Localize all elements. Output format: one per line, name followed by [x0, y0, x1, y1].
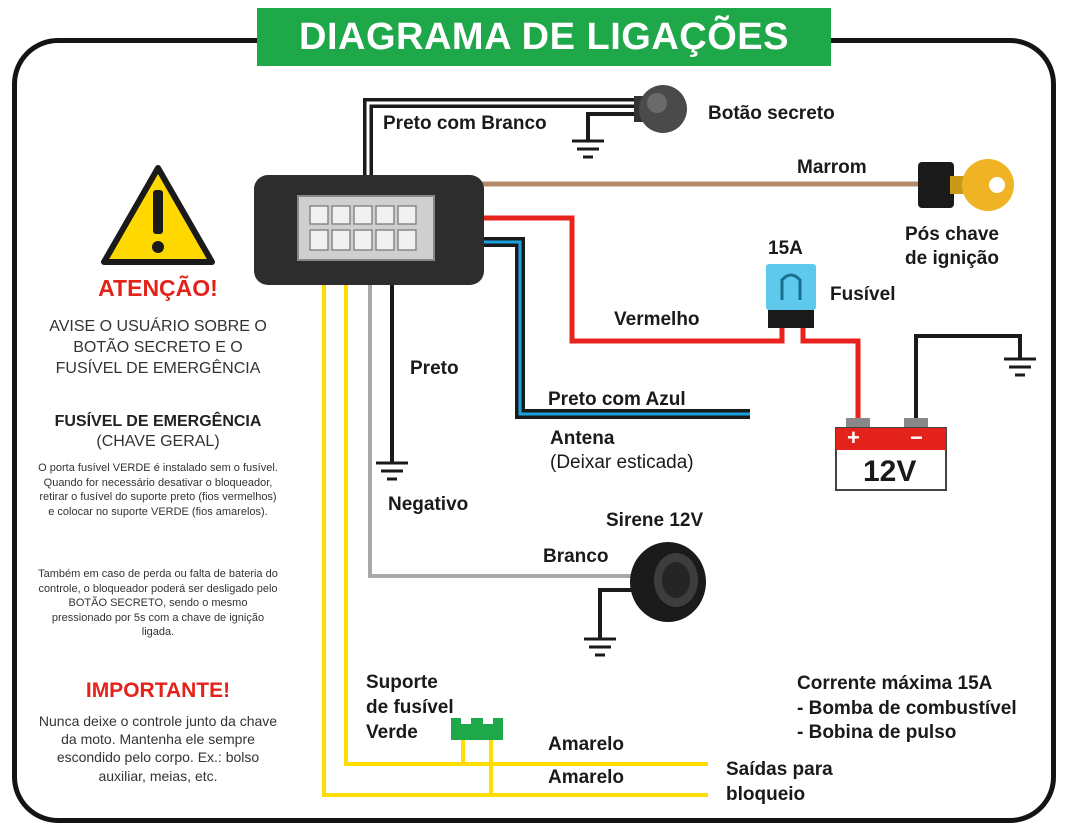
- label-branco: Branco: [543, 546, 609, 567]
- label-saidas-para: Saídas para: [726, 759, 833, 780]
- label-fusivel: Fusível: [830, 284, 896, 305]
- siren-icon: [630, 542, 706, 622]
- label-preto: Preto: [410, 358, 459, 379]
- fuse-holder-icon: [451, 718, 503, 740]
- battery-minus: −: [910, 425, 923, 450]
- fuse-title: FUSÍVEL DE EMERGÊNCIA: [54, 413, 262, 430]
- label-amarelo-1: Amarelo: [548, 734, 625, 755]
- label-marrom: Marrom: [797, 157, 867, 178]
- label-preto-com-branco: Preto com Branco: [383, 113, 547, 134]
- label-pos-chave: Pós chave: [905, 224, 999, 245]
- label-amarelo-2: Amarelo: [548, 767, 625, 788]
- label-preto-com-azul: Preto com Azul: [548, 389, 686, 410]
- label-antena: Antena: [550, 428, 615, 449]
- ground-icon: [572, 139, 604, 159]
- label-negativo: Negativo: [388, 494, 469, 515]
- wire-vermelho: [412, 215, 785, 344]
- fuse-subtitle: (CHAVE GERAL): [96, 433, 220, 450]
- spec-item-2: - Bobina de pulso: [797, 722, 957, 743]
- ground-icon: [584, 637, 616, 657]
- label-suporte: Suporte: [366, 672, 438, 693]
- control-module: [254, 175, 484, 285]
- important-text: Nunca deixe o controle junto da chave da…: [38, 713, 278, 784]
- fuse-text: O porta fusível VERDE é instalado sem o …: [38, 462, 278, 518]
- label-sirene: Sirene 12V: [606, 510, 704, 531]
- ground-icon: [1004, 357, 1036, 377]
- label-fuse-rating: 15A: [768, 238, 803, 259]
- battery-ground-wire: [914, 334, 1022, 420]
- battery-voltage: 12V: [863, 455, 917, 488]
- attention-title: ATENÇÃO!: [98, 275, 218, 301]
- spec-item-1: - Bomba de combustível: [797, 698, 1017, 719]
- button-ground-wire: [586, 112, 640, 140]
- warning-triangle-icon: [101, 165, 215, 265]
- attention-text: AVISE O USUÁRIO SOBRE O BOTÃO SECRETO E …: [49, 318, 267, 377]
- ground-icon: [376, 461, 408, 481]
- label-verde: Verde: [366, 722, 418, 743]
- battery-icon: [835, 418, 947, 491]
- label-botao-secreto: Botão secreto: [708, 103, 835, 124]
- label-de-fusivel: de fusível: [366, 697, 454, 718]
- spec-title: Corrente máxima 15A: [797, 673, 993, 694]
- wire-preto-com-branco: [363, 98, 640, 210]
- siren-ground-wire: [598, 588, 640, 638]
- battery-text: Também em caso de perda ou falta de bate…: [38, 568, 278, 639]
- label-deixar-esticada: (Deixar esticada): [550, 452, 694, 473]
- important-title: IMPORTANTE!: [85, 679, 231, 702]
- label-de-ignicao: de ignição: [905, 248, 999, 269]
- blade-fuse-icon: [766, 264, 816, 328]
- push-button-icon: [634, 85, 687, 133]
- battery-plus: +: [847, 425, 860, 450]
- label-bloqueio: bloqueio: [726, 784, 806, 805]
- ignition-key-icon: [918, 159, 1014, 211]
- wire-branco: [368, 240, 640, 578]
- wire-vermelho-battery: [800, 328, 861, 420]
- diagram-title: DIAGRAMA DE LIGAÇÕES: [257, 8, 831, 66]
- label-vermelho: Vermelho: [614, 309, 700, 330]
